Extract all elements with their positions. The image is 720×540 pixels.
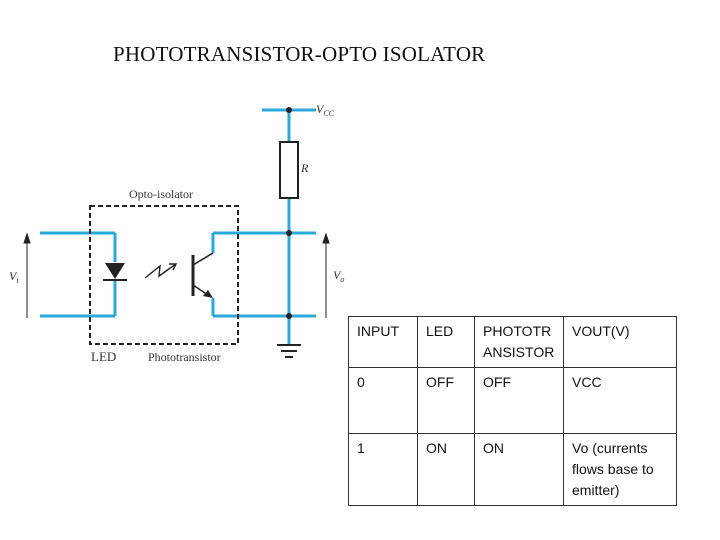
light-arrow — [144, 263, 178, 279]
cell-phototransistor: ON — [474, 433, 564, 506]
cell-input: 0 — [348, 367, 418, 434]
led-label: LED — [91, 349, 116, 364]
resistor — [279, 141, 299, 199]
cell-phototransistor: OFF — [474, 367, 564, 434]
header-vout: VOUT(V) — [563, 316, 677, 368]
cell-input: 1 — [348, 433, 418, 506]
resistor-label: R — [300, 161, 309, 175]
vout-arrow — [322, 232, 330, 318]
page-title: PHOTOTRANSISTOR-OPTO ISOLATOR — [113, 42, 486, 66]
header-input: INPUT — [348, 316, 418, 368]
vin-arrow — [23, 232, 31, 318]
table-header-row: INPUT LED PHOTOTR ANSISTOR VOUT(V) — [348, 316, 677, 368]
table-row: 1 ON ON Vo (currents flows base to emitt… — [348, 433, 677, 506]
phototransistor — [191, 252, 214, 298]
vin-label: Vi — [9, 269, 19, 285]
opto-isolator-label: Opto-isolator — [129, 187, 193, 201]
vout-label: Vo — [333, 268, 344, 284]
cell-vout: Vo (currents flows base to emitter) — [563, 433, 677, 506]
phototransistor-label: Phototransistor — [148, 350, 221, 364]
table-row: 0 OFF OFF VCC — [348, 367, 677, 434]
header-phototransistor: PHOTOTR ANSISTOR — [474, 316, 564, 368]
opto-isolator-box — [89, 205, 239, 345]
cell-led: ON — [417, 433, 475, 506]
truth-table: INPUT LED PHOTOTR ANSISTOR VOUT(V) 0 OFF… — [348, 316, 677, 506]
header-led: LED — [417, 316, 475, 368]
junction-dots — [286, 107, 292, 319]
vcc-label: VCC — [316, 102, 335, 118]
wires — [40, 108, 316, 345]
led-diode — [103, 263, 127, 281]
ground-symbol — [277, 344, 301, 358]
cell-led: OFF — [417, 367, 475, 434]
cell-vout: VCC — [563, 367, 677, 434]
